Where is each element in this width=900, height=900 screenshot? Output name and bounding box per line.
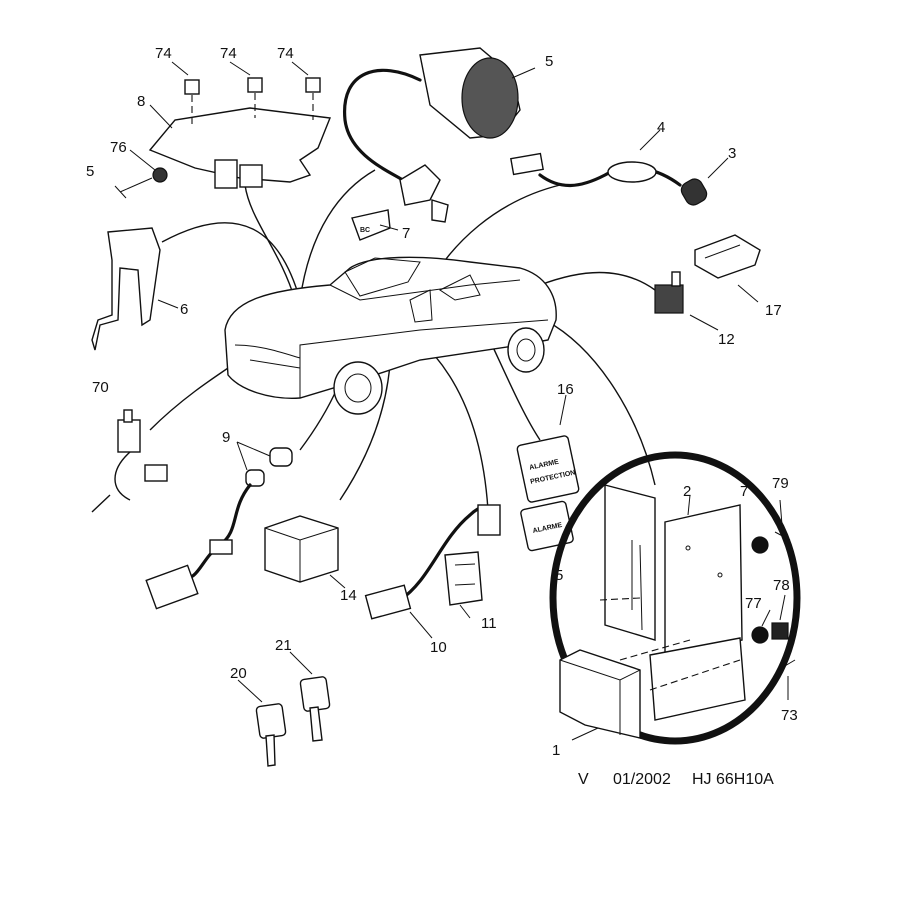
callout-17: 17 — [765, 302, 782, 319]
callout-79: 79 — [772, 475, 789, 492]
callout-5-mid: 5 — [555, 567, 563, 584]
part-5-siren — [343, 47, 521, 187]
callout-1: 1 — [552, 742, 560, 759]
part-4-harness — [510, 152, 708, 206]
svg-text:BC: BC — [360, 227, 370, 234]
callout-numbers: 74 74 74 8 76 5 5 4 3 7 6 17 12 70 16 9 … — [86, 45, 798, 759]
callout-6: 6 — [180, 301, 188, 318]
callout-20: 20 — [230, 665, 247, 682]
footer-version: V — [578, 771, 589, 788]
callout-10: 10 — [430, 639, 447, 656]
part-14-relay-box — [264, 515, 339, 583]
part-8-control-module — [114, 77, 331, 199]
callout-77: 77 — [745, 595, 762, 612]
callout-8: 8 — [137, 93, 145, 110]
callout-78: 78 — [773, 577, 790, 594]
part-20-key — [255, 703, 287, 767]
callout-21: 21 — [275, 637, 292, 654]
part-76-nut — [152, 167, 168, 183]
callout-76: 76 — [110, 139, 127, 156]
callout-16: 16 — [557, 381, 574, 398]
footer-reference-code: HJ 66H10A — [692, 771, 774, 788]
callout-4: 4 — [657, 119, 665, 136]
callout-74-c: 74 — [277, 45, 294, 62]
fastener-74-a — [184, 79, 200, 95]
part-10-connector — [364, 504, 501, 620]
callout-74-a: 74 — [155, 45, 172, 62]
leader-lines — [129, 61, 789, 741]
callout-7: 7 — [402, 225, 410, 242]
part-16-alarm-labels: ALARME PROTECTION ALARME — [516, 435, 580, 552]
part-sensor-left — [91, 409, 168, 513]
highlight-battery-assembly — [549, 451, 801, 745]
callout-70: 70 — [92, 379, 109, 396]
callout-14: 14 — [340, 587, 357, 604]
callout-5: 5 — [545, 53, 553, 70]
car-cabriolet — [224, 256, 557, 415]
callout-2: 2 — [683, 483, 691, 500]
part-7-key-switch: BC — [351, 164, 449, 241]
callout-11: 11 — [481, 615, 497, 632]
part-9-harness — [145, 447, 293, 610]
callout-12: 12 — [718, 331, 735, 348]
part-11-clip — [444, 551, 483, 606]
callout-9: 9 — [222, 429, 230, 446]
part-77-nut — [751, 626, 769, 644]
callout-5-left: 5 — [86, 163, 94, 180]
callout-7-right: 7 — [740, 483, 748, 500]
callout-74-b: 74 — [220, 45, 237, 62]
part-6-bracket — [91, 227, 161, 351]
fastener-74-b — [247, 77, 263, 93]
part-78-clip — [771, 622, 789, 640]
footer-reference: V 01/2002 HJ 66H10A — [578, 771, 774, 788]
part-79-nut — [751, 536, 769, 554]
fastener-74-c — [305, 77, 321, 93]
callout-3: 3 — [728, 145, 736, 162]
part-12-door-switch — [654, 271, 684, 314]
callout-73: 73 — [781, 707, 798, 724]
part-17-switch-cover — [694, 234, 761, 279]
footer-date: 01/2002 — [613, 771, 671, 788]
part-21-key — [299, 676, 331, 742]
